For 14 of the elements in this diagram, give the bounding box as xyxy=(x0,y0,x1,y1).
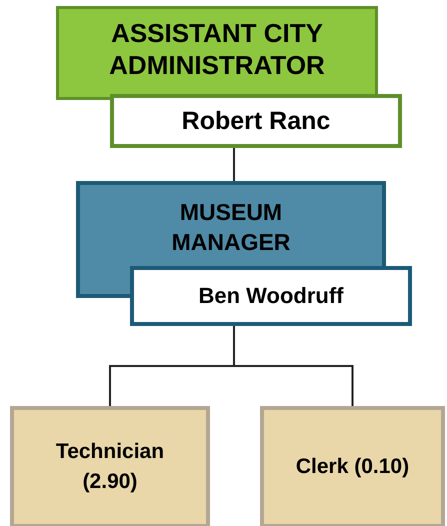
connector-line xyxy=(233,326,354,406)
node-label: Ben Woodruff xyxy=(198,282,344,310)
name-box xyxy=(130,266,412,326)
node-label: Technician (2.90) xyxy=(54,439,166,495)
connector-line xyxy=(233,148,235,181)
node-label: Clerk (0.10) xyxy=(294,454,410,480)
node-label: Robert Ranc xyxy=(182,106,330,136)
staff-box xyxy=(10,406,210,526)
title-box xyxy=(76,181,386,266)
title-box xyxy=(56,6,378,94)
node-label: MUSEUM MANAGER xyxy=(170,198,292,257)
node-label: ASSISTANT CITY ADMINISTRATOR xyxy=(108,17,326,81)
name-box xyxy=(110,94,402,148)
staff-box xyxy=(260,406,445,526)
